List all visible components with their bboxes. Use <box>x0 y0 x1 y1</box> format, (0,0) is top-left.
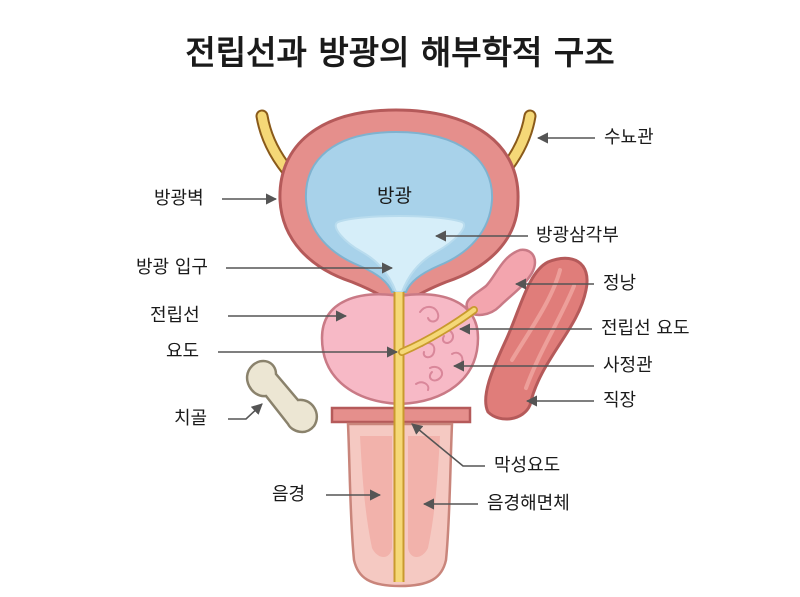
pubic-bone-shape <box>245 359 319 434</box>
trigone-shape <box>334 215 465 293</box>
label-prostatic-urethra: 전립선 요도 <box>601 318 690 339</box>
leader-arrows <box>218 132 595 510</box>
label-bladder-wall: 방광벽 <box>154 188 204 209</box>
label-pubic-bone: 치골 <box>174 408 208 429</box>
label-seminal-vesicle: 정낭 <box>603 273 637 294</box>
bladder-lumen-shape <box>304 130 494 293</box>
page-title: 전립선과 방광의 해부학적 구조 <box>185 33 615 72</box>
label-penis: 음경 <box>272 484 306 505</box>
label-corpus-cavernosum: 음경해면체 <box>487 493 570 514</box>
label-rectum: 직장 <box>603 390 637 411</box>
seminal-vesicle-shape <box>465 248 537 317</box>
rectum-shape <box>484 256 589 421</box>
label-ejaculatory-duct: 사정관 <box>603 355 653 376</box>
label-membranous-urethra: 막성요도 <box>494 455 561 476</box>
label-trigone: 방광삼각부 <box>536 225 619 246</box>
label-prostate: 전립선 <box>150 305 200 326</box>
label-bladder-neck: 방광 입구 <box>136 257 208 278</box>
label-ureter: 수뇨관 <box>604 127 654 148</box>
label-urethra: 요도 <box>166 341 200 362</box>
label-bladder: 방광 <box>377 185 412 207</box>
